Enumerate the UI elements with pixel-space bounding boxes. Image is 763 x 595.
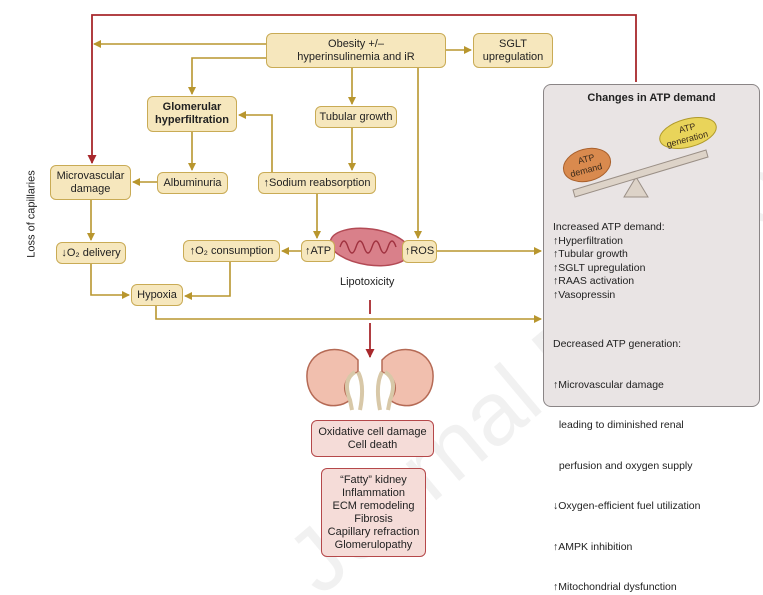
lipotoxicity-label: Lipotoxicity bbox=[340, 276, 395, 288]
node-obesity: Obesity +/–hyperinsulinemia and iR bbox=[266, 33, 446, 68]
node-albuminuria: Albuminuria bbox=[157, 172, 228, 194]
red-arrow-panel-microvascular bbox=[87, 14, 637, 164]
arrow-obesity-glomerular bbox=[188, 57, 266, 95]
node-tubular-growth: Tubular growth bbox=[315, 106, 397, 128]
arrow-o2delivery-hypoxia bbox=[90, 263, 130, 299]
node-sodium-reabsorption: ↑Sodium reabsorption bbox=[258, 172, 376, 194]
decreased-list: Decreased ATP generation: ↑Microvascular… bbox=[553, 338, 701, 593]
node-o2-consumption: ↑O₂ consumption bbox=[183, 240, 280, 262]
seesaw-right-label: ATP bbox=[677, 121, 696, 135]
atp-demand-panel: Changes in ATP demand ATP demand ATP gen… bbox=[543, 84, 760, 593]
node-hypoxia: Hypoxia bbox=[131, 284, 183, 306]
increased-list: Increased ATP demand: ↑Hyperfiltration ↑… bbox=[553, 221, 665, 301]
kidney-icon bbox=[306, 348, 434, 411]
arrow-o2consumption-hypoxia bbox=[184, 262, 231, 300]
seesaw-icon: ATP demand ATP generation bbox=[562, 116, 717, 198]
node-o2-delivery: ↓O₂ delivery bbox=[56, 242, 126, 264]
loss-of-capillaries-label: Loss of capillaries bbox=[25, 170, 38, 258]
mitochondrion-icon bbox=[329, 227, 411, 267]
arrow-sodium-glomerular bbox=[238, 111, 273, 172]
node-ros: ↑ROS bbox=[402, 240, 437, 263]
seesaw-left-label: ATP bbox=[576, 152, 595, 166]
panel-title: Changes in ATP demand bbox=[587, 92, 716, 104]
node-atp: ↑ATP bbox=[301, 240, 335, 262]
arrow-hypoxia-panel bbox=[155, 306, 542, 323]
